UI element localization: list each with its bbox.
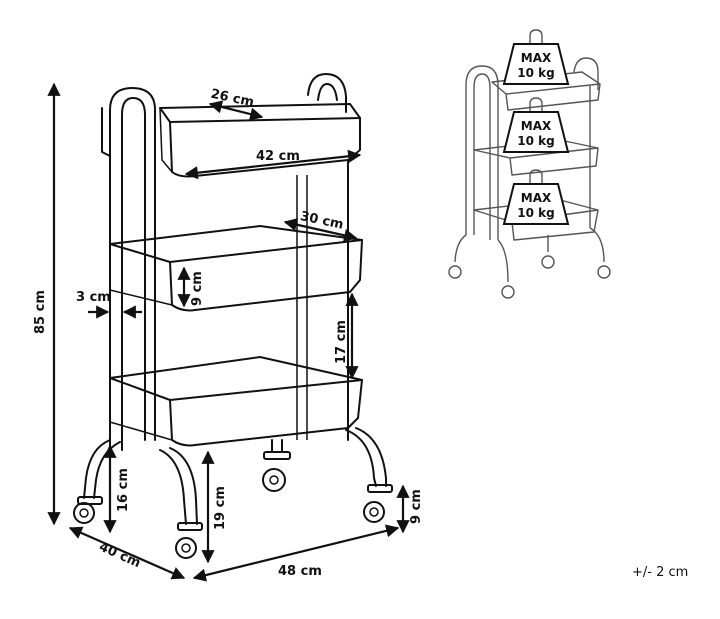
load-caster-front xyxy=(501,285,515,299)
weight-icon-bottom: MAX 10 kg xyxy=(502,169,570,225)
dim-base-depth-line xyxy=(68,526,186,580)
label-lower-leg: 16 cm xyxy=(116,468,131,512)
dimension-lines xyxy=(47,82,410,582)
label-wheel-height: 9 cm xyxy=(409,489,424,524)
label-clearance: 19 cm xyxy=(213,486,228,530)
load-bottom-line1: MAX xyxy=(521,191,552,205)
label-base-depth: 40 cm xyxy=(97,540,143,572)
load-caster-right xyxy=(597,265,611,279)
tolerance-note: +/- 2 cm xyxy=(632,565,688,580)
dim-top-depth-line xyxy=(208,100,264,121)
label-base-width: 48 cm xyxy=(278,564,322,579)
caster-right xyxy=(363,484,393,523)
load-middle-line1: MAX xyxy=(521,119,552,133)
label-basket-height: 9 cm xyxy=(190,271,205,306)
cart-load-drawing: MAX 10 kg MAX 10 kg MAX 10 kg xyxy=(448,29,611,299)
weight-icon-top: MAX 10 kg xyxy=(502,29,570,85)
caster-rear xyxy=(262,451,291,492)
load-top-line2: 10 kg xyxy=(517,66,554,80)
label-top-width: 42 cm xyxy=(256,149,300,164)
load-caster-rear xyxy=(541,255,555,269)
caster-front xyxy=(175,522,203,559)
label-total-height: 85 cm xyxy=(33,290,48,334)
dim-base-width-line xyxy=(192,524,400,582)
caster-left xyxy=(73,496,103,524)
dim-top-width-line xyxy=(184,149,362,180)
weight-icon-middle: MAX 10 kg xyxy=(502,97,570,153)
load-bottom-line2: 10 kg xyxy=(517,206,554,220)
label-tube-width: 3 cm xyxy=(76,290,111,305)
load-middle-line2: 10 kg xyxy=(517,134,554,148)
label-shelf-gap: 17 cm xyxy=(334,320,349,364)
dim-middle-depth-line xyxy=(283,218,358,242)
load-caster-left xyxy=(448,265,462,279)
load-top-line1: MAX xyxy=(521,51,552,65)
